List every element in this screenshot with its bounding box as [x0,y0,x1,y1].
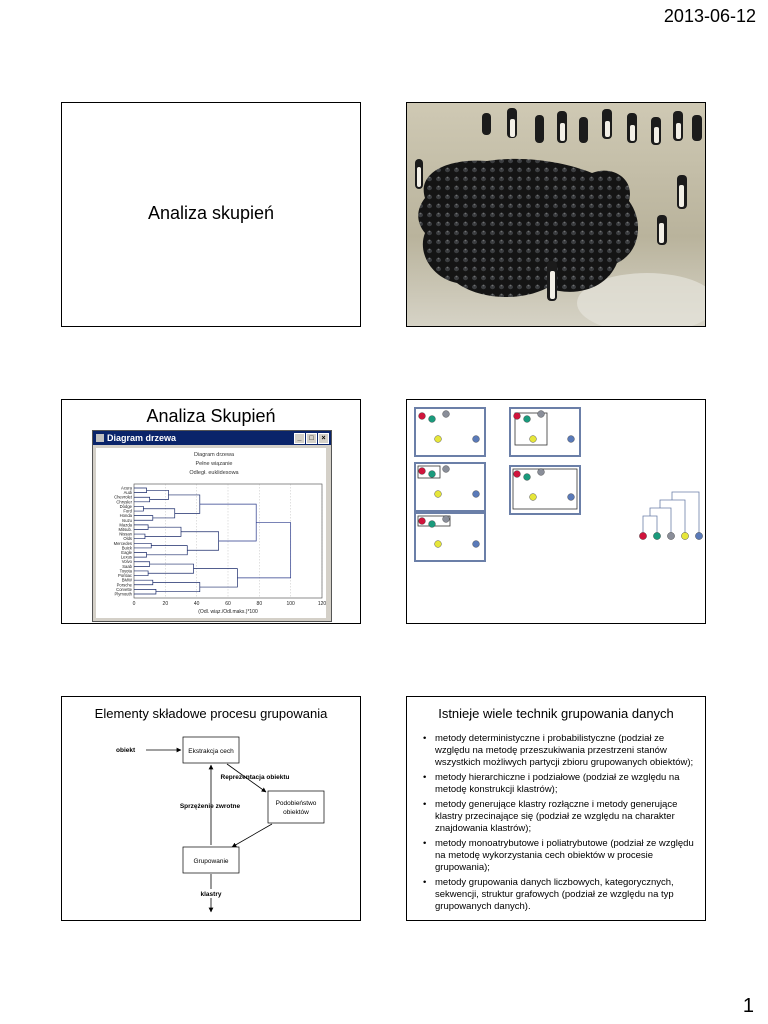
object-label: obiekt [116,747,136,754]
x-axis-label: (Odl. wiąz./Odl.maks.)*100 [198,609,258,615]
leaf-point-blue [695,532,702,539]
list-item: metody grupowania danych liczbowych, kat… [421,877,701,913]
data-point-red [419,518,426,525]
list-item: metody generujące klastry rozłączne i me… [421,799,701,835]
data-point-blue [473,541,480,548]
x-tick-label: 60 [225,601,231,607]
data-point-yellow [435,436,442,443]
data-point-blue [568,494,575,501]
data-point-grey [443,516,450,523]
data-point-blue [568,436,575,443]
cluster-frame [415,463,485,511]
feedback-label: Sprzężenie zwrotne [180,803,241,810]
chart-title-line: Odległ. euklidesowa [189,470,239,476]
object-representation-label: Reprezentacja obiektu [221,774,290,781]
similarity-label-line1: Podobieństwo [276,800,317,807]
slide-3: Analiza Skupień Diagram drzewa _ □ × Dia… [61,399,361,624]
window-titlebar: Diagram drzewa _ □ × [93,431,331,445]
similarity-to-grouping-arrow [232,824,272,847]
data-point-red [419,468,426,475]
cluster-frame [510,408,580,456]
data-point-yellow [530,494,537,501]
data-point-green [429,416,436,423]
close-icon[interactable]: × [318,433,329,444]
document-date: 2013-06-12 [664,6,756,27]
data-point-green [429,521,436,528]
dendrogram-svg: Diagram drzewaPełne wiązanieOdległ. eukl… [96,448,326,618]
window-app-icon [96,434,104,442]
dendrogram-link [672,492,699,536]
grouping-process-diagram: obiekt Ekstrakcja cech Reprezentacja obi… [62,697,360,920]
techniques-list: metody deterministyczne i probabilistycz… [421,733,701,916]
minimize-icon[interactable]: _ [294,433,305,444]
x-tick-label: 20 [163,601,169,607]
data-point-blue [473,436,480,443]
x-tick-label: 0 [133,601,136,607]
leaf-point-yellow [681,532,688,539]
similarity-label-line2: obiektów [283,809,309,816]
dendrogram-link [660,500,685,536]
data-point-red [514,413,521,420]
data-point-green [429,471,436,478]
leaf-point-red [639,532,646,539]
similarity-box [268,791,324,823]
slide-title: Istnieje wiele technik grupowania danych [407,706,705,721]
data-point-yellow [435,491,442,498]
list-item: metody hierarchiczne i podziałowe (podzi… [421,772,701,796]
data-point-grey [443,466,450,473]
data-point-blue [473,491,480,498]
data-point-green [524,416,531,423]
slide-title: Analiza skupień [62,203,360,224]
mini-dendrogram [639,492,702,540]
chart-title-line: Pełne wiązanie [196,461,233,467]
data-point-grey [443,411,450,418]
chart-title-line: Diagram drzewa [194,452,235,458]
cluster-frame [415,513,485,561]
data-point-red [419,413,426,420]
data-point-yellow [530,436,537,443]
clusters-label: klastry [201,891,222,898]
cluster-frame [510,466,580,514]
slide-1: Analiza skupień [61,102,361,327]
window-title: Diagram drzewa [107,433,176,443]
leaf-label: Plymouth [115,592,133,597]
clustering-steps-diagram [407,400,705,623]
slide-5: Elementy składowe procesu grupowania obi… [61,696,361,921]
slide-title: Analiza Skupień [62,406,360,427]
data-point-grey [538,411,545,418]
x-tick-label: 100 [286,601,295,607]
list-item: metody deterministyczne i probabilistycz… [421,733,701,769]
dendrogram-link [650,508,671,536]
slide-2-photo [406,102,706,327]
leaf-point-grey [667,532,674,539]
maximize-icon[interactable]: □ [306,433,317,444]
data-point-red [514,471,521,478]
leaf-point-green [653,532,660,539]
cluster-frame [415,408,485,456]
slide-6: Istnieje wiele technik grupowania danych… [406,696,706,921]
page-number: 1 [743,995,754,1018]
penguin-colony-image [407,103,705,326]
slide-4-cluster-illustration [406,399,706,624]
grouping-label: Grupowanie [193,858,228,865]
x-tick-label: 40 [194,601,200,607]
x-tick-label: 120 [318,601,326,607]
feature-extraction-label: Ekstrakcja cech [188,748,234,755]
data-point-green [524,474,531,481]
data-point-yellow [435,541,442,548]
x-tick-label: 80 [257,601,263,607]
data-point-grey [538,469,545,476]
list-item: metody monoatrybutowe i poliatrybutowe (… [421,838,701,874]
